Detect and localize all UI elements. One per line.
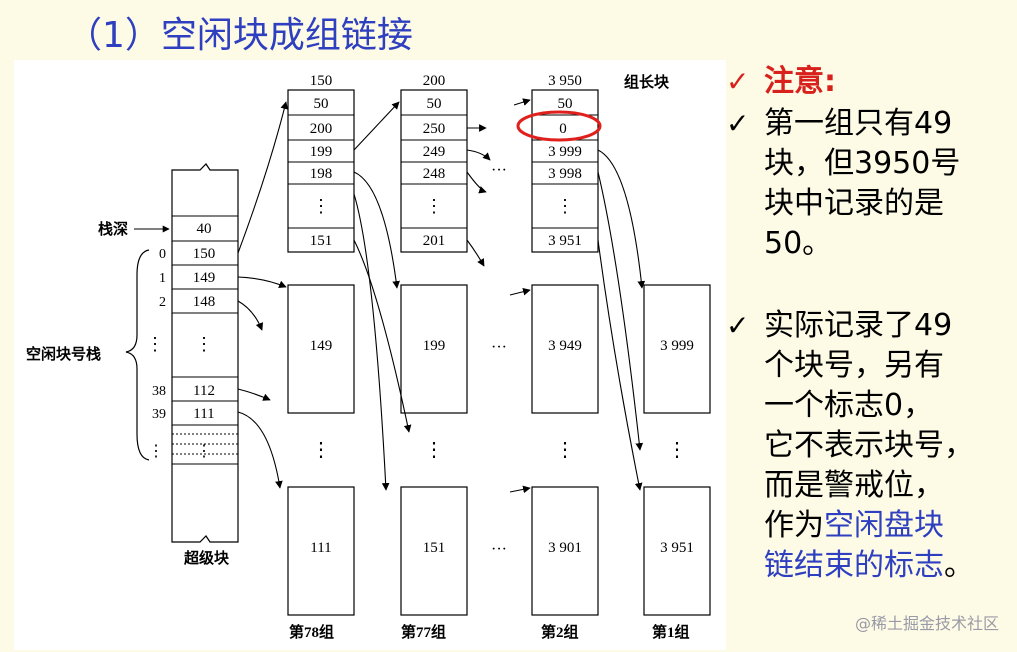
note-line: 块中记录的是 — [764, 186, 944, 221]
group-bottom-value: 111 — [310, 540, 331, 556]
leader-cell: 248 — [423, 166, 446, 182]
stack-index: 39 — [152, 407, 166, 422]
note-line: ✓ 第一组只有49 — [726, 104, 952, 144]
note-line: 50。 — [764, 226, 833, 261]
group-top-value: 3 999 — [660, 338, 694, 354]
note-heading-row: ✓ 注意: — [726, 62, 836, 102]
group-bottom-value: 3 901 — [548, 540, 582, 556]
leader-cell: 201 — [423, 233, 446, 249]
stack-value: 111 — [193, 406, 214, 422]
leader-cell: 0 — [559, 121, 567, 137]
note-line: 一个标志0， — [764, 388, 934, 423]
note-text: 作为 — [764, 508, 824, 543]
group-top-block — [400, 284, 468, 414]
stack-value: 148 — [193, 294, 216, 310]
stack-index: ⋮ — [148, 443, 164, 460]
leader-block-number: 3 950 — [548, 73, 582, 89]
leader-cell: ⋮ — [425, 196, 443, 216]
superblock-label: 超级块 — [183, 549, 230, 567]
group-top-block — [643, 284, 711, 414]
leader-cell: 3 999 — [548, 144, 582, 160]
stack-index: 38 — [152, 384, 166, 399]
leader-block-200 — [400, 89, 468, 253]
group-leader-label: 组长块 — [624, 73, 670, 91]
note-line: 作为空闲盘块 — [764, 506, 944, 546]
superblock — [171, 163, 239, 543]
watermark: @稀土掘金技术社区 — [854, 614, 999, 633]
stack-value: 150 — [193, 246, 216, 262]
horizontal-ellipsis: ··· — [491, 541, 507, 558]
leader-cell: 3 951 — [548, 233, 582, 249]
stack-index: ⋮ — [146, 334, 164, 354]
stack-value: 149 — [193, 270, 216, 286]
vertical-ellipsis: ⋮ — [555, 439, 575, 461]
link-arrows — [237, 98, 646, 494]
note-text-highlight: 空闲盘块 — [824, 508, 944, 543]
note-line: 块，但3950号 — [764, 146, 961, 181]
leader-cell: 151 — [310, 233, 333, 249]
stack-value: 112 — [193, 383, 215, 399]
group-top-value: 199 — [423, 338, 446, 354]
vertical-ellipsis: ⋮ — [424, 439, 444, 461]
leader-cell: 250 — [423, 121, 446, 137]
check-icon: ✓ — [726, 309, 750, 342]
note-text-highlight: 链结束的标志 — [764, 548, 944, 583]
leader-cell: 249 — [423, 144, 446, 160]
free-stack-label: 空闲块号栈 — [26, 345, 101, 363]
note-line: 个块号，另有 — [764, 348, 944, 383]
leader-cell: 50 — [314, 96, 329, 112]
group-bottom-block — [643, 486, 711, 616]
note-line: 它不表示块号， — [764, 428, 974, 463]
leader-cell: ⋮ — [556, 196, 574, 216]
leader-block-number: 200 — [423, 73, 446, 89]
group-top-value: 3 949 — [548, 338, 582, 354]
leader-cell: ⋮ — [312, 196, 330, 216]
leader-cell: 199 — [310, 144, 333, 160]
note-line: 而是警戒位， — [764, 468, 944, 503]
note-text: 实际记录了49 — [764, 308, 953, 343]
group-bottom-block — [531, 486, 599, 616]
group-top-block — [287, 284, 355, 414]
free-block-chain-diagram: 40 150 149 148 ⋮ 112 111 ⋮ 0 1 2 ⋮ 38 39… — [26, 73, 711, 641]
group-label: 第78组 — [289, 623, 334, 641]
vertical-ellipsis: ⋮ — [311, 439, 331, 461]
leader-block-number: 150 — [310, 73, 333, 89]
horizontal-ellipsis: ··· — [491, 162, 507, 179]
check-icon: ✓ — [726, 107, 750, 140]
vertical-ellipsis: ⋮ — [667, 439, 687, 461]
check-icon: ✓ — [726, 65, 750, 98]
group-bottom-block — [400, 486, 468, 616]
note-line: 链结束的标志。 — [764, 546, 974, 586]
stack-depth-label: 栈深 — [98, 220, 128, 238]
note-heading: 注意: — [764, 64, 836, 99]
group-bottom-value: 151 — [423, 540, 446, 556]
leader-cell: 198 — [310, 166, 333, 182]
group-label: 第1组 — [652, 623, 690, 641]
leader-block-150 — [287, 89, 355, 253]
stack-value: ⋮ — [196, 443, 212, 460]
group-label: 第2组 — [541, 623, 579, 641]
stack-index: 0 — [159, 247, 166, 262]
page-title: （1）空闲块成组链接 — [66, 15, 413, 56]
diagram-panel: 40 150 149 148 ⋮ 112 111 ⋮ 0 1 2 ⋮ 38 39… — [14, 60, 726, 650]
stack-index: 1 — [159, 271, 166, 286]
stack-depth-value: 40 — [197, 221, 212, 237]
leader-cell: 3 998 — [548, 166, 582, 182]
note-line: ✓ 实际记录了49 — [726, 306, 952, 346]
end-flag-highlight-ring — [516, 110, 602, 142]
note-text: 。 — [944, 548, 974, 583]
group-label: 第77组 — [401, 623, 446, 641]
horizontal-ellipsis: ··· — [491, 339, 507, 356]
stack-brace — [125, 249, 150, 461]
group-top-value: 149 — [310, 338, 333, 354]
group-bottom-block — [287, 486, 355, 616]
leader-cell: 50 — [427, 96, 442, 112]
stack-value: ⋮ — [195, 334, 213, 354]
leader-cell: 50 — [558, 96, 573, 112]
group-bottom-value: 3 951 — [660, 540, 694, 556]
group-top-block — [531, 284, 599, 414]
note-text: 第一组只有49 — [764, 106, 953, 141]
leader-cell: 200 — [310, 121, 333, 137]
stack-index: 2 — [159, 295, 166, 310]
